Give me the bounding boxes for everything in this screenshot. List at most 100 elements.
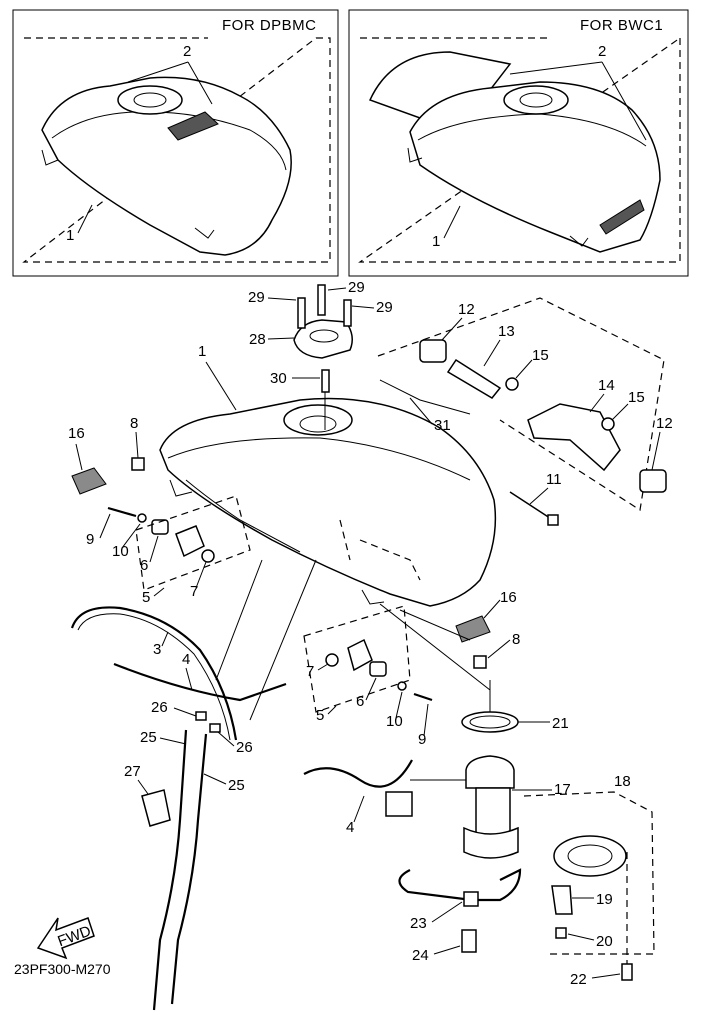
tank-cover-dpbmc <box>41 76 292 256</box>
leader-7-left <box>195 561 207 589</box>
leader-12-front <box>441 317 463 341</box>
leader-23 <box>431 901 463 923</box>
callout-29-right: 29 <box>376 299 393 316</box>
leader-29-right <box>351 305 375 309</box>
bracket-7-left <box>175 525 205 558</box>
leader-10-right <box>395 691 403 719</box>
leader-8-left <box>135 431 139 459</box>
tube-25-left <box>152 729 188 1011</box>
leader-31 <box>409 397 433 425</box>
fuel-tank-edge <box>167 437 471 481</box>
damper-16-right <box>455 615 491 643</box>
retainer-ring-inner <box>567 844 613 868</box>
retainer-ring <box>553 835 627 877</box>
hose-4-left <box>113 662 287 702</box>
callout-12-front: 12 <box>458 301 475 318</box>
fuel-tank-filler-ring <box>283 404 353 436</box>
tank-cover-bwc1-cap-ring <box>503 85 569 115</box>
leader-10-left <box>121 523 141 549</box>
callout-5-right: 5 <box>316 707 324 724</box>
callout-13: 13 <box>498 323 515 340</box>
callout-left-2: 2 <box>183 43 191 60</box>
leader-4-right <box>353 795 365 823</box>
callout-8-right: 8 <box>512 631 520 648</box>
leader-15-left <box>515 359 533 379</box>
leader-right-1 <box>443 205 461 239</box>
diagram-code: 23PF300-M270 <box>14 961 111 977</box>
leader-15-right <box>611 403 629 421</box>
leader-9-right <box>423 703 429 737</box>
hose-3-inner <box>77 613 231 741</box>
leader-left-2 <box>127 61 213 105</box>
leader-5-right <box>327 705 337 715</box>
callout-4-right: 4 <box>346 819 354 836</box>
leader-16-right <box>483 599 501 619</box>
bolt-9-left <box>107 506 137 518</box>
bolt-9-right <box>413 692 433 702</box>
filler-cap-assembly: 29 29 29 28 30 <box>248 279 393 430</box>
clip-26-left <box>195 711 207 721</box>
panel-dpbmc-title: FOR DPBMC <box>222 17 317 34</box>
pump-flange-17 <box>465 755 515 789</box>
leader-27 <box>137 779 149 795</box>
washer-10-left <box>137 513 147 523</box>
tank-cover-dpbmc-cap <box>133 92 167 108</box>
right-mount-set: 16 8 7 6 5 10 9 <box>303 589 520 748</box>
callout-12-rear: 12 <box>656 415 673 432</box>
collar-7-right <box>325 653 339 667</box>
callout-19: 19 <box>596 891 613 908</box>
tank-cover-dpbmc-trim <box>51 111 287 171</box>
tank-cover-dpbmc-decal <box>167 111 219 141</box>
leader-13 <box>483 339 501 367</box>
tank-cover-bwc1-decal <box>599 199 645 235</box>
fwd-label: FWD <box>55 923 93 951</box>
leader-16-left <box>75 443 83 471</box>
bracket-14 <box>527 403 621 472</box>
callout-4-left: 4 <box>182 651 190 668</box>
tank-cover-bwc1 <box>409 81 661 253</box>
holder-19 <box>551 885 573 915</box>
callout-7-left: 7 <box>190 583 198 600</box>
fuel-tank-internal <box>339 519 421 581</box>
tank-cover-dpbmc-tabs <box>41 149 215 239</box>
callout-8-left: 8 <box>130 415 138 432</box>
clip-23 <box>463 891 479 907</box>
tank-cover-dpbmc-cap-ring <box>117 85 183 115</box>
callout-29-center: 29 <box>348 279 365 296</box>
leader-6-left <box>149 535 159 563</box>
leader-right-2 <box>509 61 647 141</box>
callout-17: 17 <box>554 781 571 798</box>
damper-12-rear <box>639 469 667 493</box>
fuel-pump-assembly: 23 24 21 17 4 <box>303 680 571 964</box>
leader-8-right <box>487 639 511 659</box>
bolt-30 <box>321 369 330 393</box>
panel-dpbmc-frame <box>12 9 339 277</box>
damper-12-front <box>419 339 447 363</box>
leader-28 <box>267 337 295 340</box>
leader-3 <box>161 631 169 647</box>
leader-11 <box>529 487 549 505</box>
callout-24: 24 <box>412 947 429 964</box>
tank-cover-bwc1-tabs <box>407 147 589 247</box>
leader-29-center <box>327 287 347 291</box>
leader-22 <box>591 973 621 979</box>
leader-12-rear <box>651 431 661 471</box>
callout-16-right: 16 <box>500 589 517 606</box>
leader-14 <box>589 393 605 413</box>
fwd-arrow-shape <box>36 917 95 960</box>
callout-31: 31 <box>434 417 451 434</box>
leader-9-left <box>99 513 111 539</box>
callout-30: 30 <box>270 370 287 387</box>
band-31 <box>379 379 471 415</box>
connector-24 <box>461 929 477 953</box>
callout-26-right: 26 <box>236 739 253 756</box>
callout-right-2: 2 <box>598 43 606 60</box>
fuel-tank-main: 1 <box>159 343 497 607</box>
callout-9-left: 9 <box>86 531 94 548</box>
clip-26-right <box>209 723 221 733</box>
leader-5-left <box>153 587 165 597</box>
callout-9-right: 9 <box>418 731 426 748</box>
hose-3 <box>70 606 238 741</box>
bolt-11-head <box>547 514 559 526</box>
